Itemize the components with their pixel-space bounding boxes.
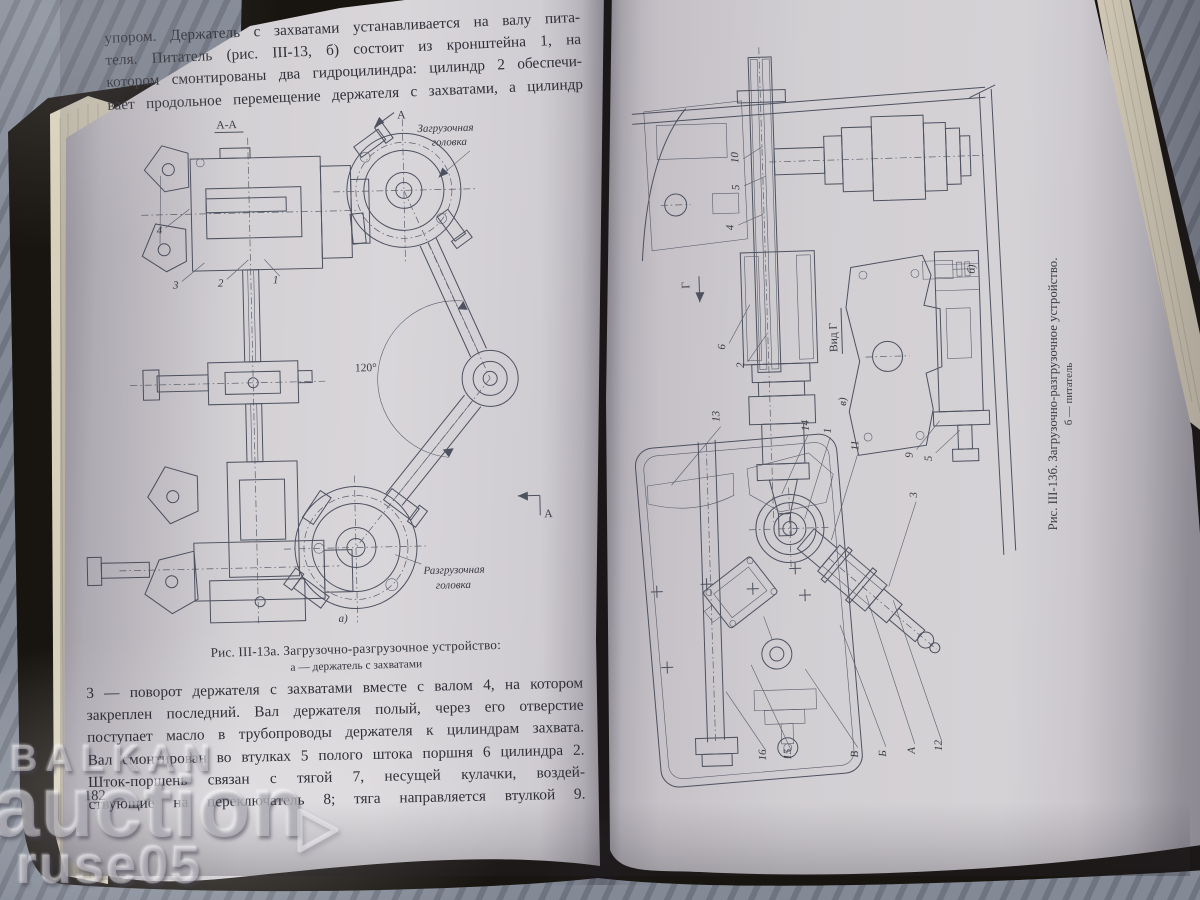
svg-text:3: 3	[908, 491, 920, 498]
loading-head-view	[332, 119, 475, 262]
feeder-part-labels-top: 10 5 4	[724, 145, 766, 230]
unloading-head-view	[283, 475, 429, 623]
svg-text:3: 3	[172, 279, 179, 291]
watermark-user: ruse05	[16, 835, 203, 895]
svg-text:13: 13	[710, 410, 722, 422]
svg-text:11: 11	[849, 440, 861, 451]
svg-text:А: А	[906, 747, 918, 755]
subfig-b-label: б)	[966, 264, 978, 274]
figure-b-caption: Рис. III-13б. Загрузочно-разгрузочное ус…	[1046, 226, 1075, 562]
svg-text:Загрузочная: Загрузочная	[417, 122, 473, 135]
angle-label: 120°	[355, 362, 378, 375]
svg-text:5: 5	[923, 455, 935, 461]
svg-text:А: А	[397, 109, 406, 121]
svg-text:А: А	[544, 508, 553, 520]
svg-text:Г: Г	[680, 282, 692, 289]
figure-III-13b: 10 5 4 Г 6 2	[631, 47, 1017, 788]
svg-text:Б: Б	[877, 750, 889, 758]
view-arrow-top: А	[374, 109, 406, 128]
section-label: А-А	[216, 119, 237, 131]
view-g-bracket: в)	[837, 254, 975, 456]
play-icon	[297, 808, 339, 853]
svg-text:14: 14	[800, 419, 812, 431]
feeder-frame-top	[631, 86, 986, 262]
svg-text:16: 16	[757, 749, 769, 761]
view-g-label: Вид Г	[827, 307, 843, 354]
svg-text:5: 5	[730, 184, 742, 190]
figure-b-caption-title: Рис. III-13б. Загрузочно-разгрузочное ус…	[1046, 257, 1060, 531]
view-g-arrow: Г	[680, 276, 705, 303]
svg-text:1: 1	[822, 428, 834, 434]
svg-text:В: В	[849, 750, 861, 757]
side-cylinder: 9 5 б)	[904, 249, 991, 462]
svg-text:2: 2	[218, 277, 224, 289]
svg-text:головка: головка	[432, 136, 468, 149]
svg-text:головка: головка	[436, 579, 472, 592]
svg-text:15: 15	[782, 748, 794, 760]
section-view-middle-block	[142, 360, 313, 406]
loading-head-label: Загрузочная головка	[417, 122, 474, 178]
figure-III-13a: А-А	[86, 109, 553, 625]
subfig-v-label: в)	[837, 397, 849, 406]
frame-right-rail	[969, 84, 1017, 555]
svg-text:Разгрузочная: Разгрузочная	[422, 564, 484, 577]
subfig-a-label: а)	[338, 613, 348, 625]
feeder-roller	[769, 114, 985, 202]
view-arrow-bottom: А	[517, 491, 553, 520]
right-page-edges	[1097, 0, 1200, 430]
svg-text:6: 6	[716, 343, 728, 349]
svg-text:Вид Г: Вид Г	[827, 322, 840, 352]
svg-text:12: 12	[933, 739, 945, 751]
feeder-shaft-vertical	[736, 47, 787, 523]
svg-text:1: 1	[273, 274, 279, 286]
feeder-body-details	[647, 439, 834, 767]
right-page-edges-lines	[1103, 0, 1200, 413]
svg-text:4: 4	[724, 224, 736, 230]
unloading-head-label: Разгрузочная головка	[395, 554, 485, 592]
inclined-cylinder	[796, 528, 941, 654]
right-page-paper	[606, 0, 1200, 875]
elbow-arm: 120°	[355, 190, 519, 548]
svg-text:4: 4	[157, 225, 163, 237]
figure-a-part-numbers: 4 3 2 1	[157, 208, 281, 292]
watermark-brand: BALKAN	[10, 738, 219, 780]
left-page-flash	[0, 630, 530, 900]
figure-b-caption-subtitle: б — питатель	[1063, 362, 1075, 426]
feeder-body-view	[634, 433, 863, 788]
feeder-part-labels-lower: 13 14 1 11 3	[671, 410, 920, 587]
svg-text:2: 2	[735, 362, 747, 368]
svg-text:9: 9	[904, 452, 916, 458]
svg-text:10: 10	[729, 151, 741, 163]
watermark-title: auction	[0, 759, 305, 855]
feeder-column	[739, 250, 819, 537]
feeder-part-labels-bottom: 16 15 В Б А 12	[725, 595, 945, 761]
switch-box	[703, 556, 778, 629]
section-view-bottom-gripper	[86, 460, 354, 624]
weld-plus-marks	[650, 562, 812, 674]
section-view-top-gripper	[141, 145, 371, 273]
feeder-part-labels-mid: 6 2	[716, 304, 768, 368]
